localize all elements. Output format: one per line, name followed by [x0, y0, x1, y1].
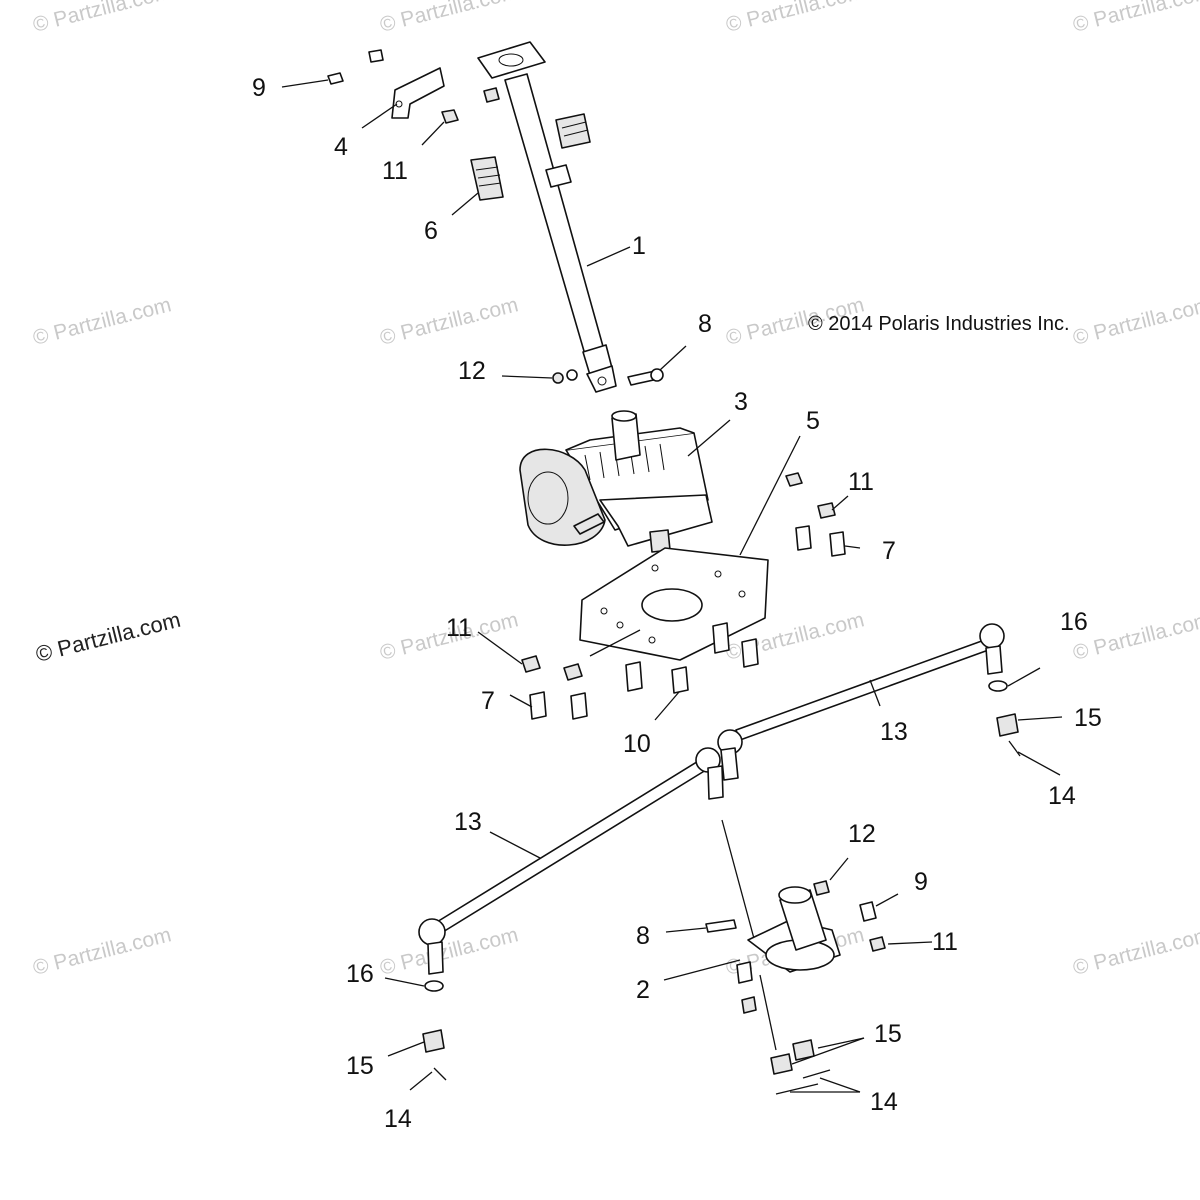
- part-power-steering-unit: [519, 410, 713, 553]
- part-steering-column: [477, 41, 617, 393]
- callout-15: 15: [874, 1020, 902, 1048]
- callout-7: 7: [481, 687, 495, 715]
- part-tie-rod-right: [717, 623, 1005, 781]
- callout-13: 13: [880, 718, 908, 746]
- callout-11: 11: [932, 928, 958, 956]
- callout-12: 12: [458, 357, 486, 385]
- callout-15: 15: [1074, 704, 1102, 732]
- watermark: © Partzilla.com: [1071, 608, 1200, 665]
- watermark: © Partzilla.com: [378, 0, 521, 37]
- part-bushings: [470, 113, 591, 201]
- callout-14: 14: [384, 1105, 412, 1133]
- callout-13: 13: [454, 808, 482, 836]
- plate-fasteners: [521, 472, 846, 720]
- callout-3: 3: [734, 388, 748, 416]
- watermark: © Partzilla.com: [1071, 923, 1200, 980]
- callout-11: 11: [848, 468, 874, 496]
- callout-1: 1: [632, 232, 646, 260]
- callout-5: 5: [806, 407, 820, 435]
- watermark: © Partzilla.com: [31, 293, 174, 350]
- watermark: © Partzilla.com: [1071, 293, 1200, 350]
- callout-7: 7: [882, 537, 896, 565]
- callout-14: 14: [870, 1088, 898, 1116]
- callout-numbers: 9 4 11 6 1 8 12 3 5 11 7 11 7 10 16 15 1…: [252, 74, 1102, 1133]
- callout-16: 16: [346, 960, 374, 988]
- callout-6: 6: [424, 217, 438, 245]
- callout-4: 4: [334, 133, 348, 161]
- callout-10: 10: [623, 730, 651, 758]
- callout-14: 14: [1048, 782, 1076, 810]
- column-fasteners: [552, 368, 664, 386]
- watermark: © Partzilla.com: [378, 923, 521, 980]
- callout-9: 9: [252, 74, 266, 102]
- callout-11: 11: [446, 614, 472, 642]
- watermark: © Partzilla.com: [31, 0, 174, 37]
- watermark: © Partzilla.com: [31, 923, 174, 980]
- watermark: © Partzilla.com: [1071, 0, 1200, 37]
- callout-12: 12: [848, 820, 876, 848]
- copyright-notice: © 2014 Polaris Industries Inc.: [808, 313, 1070, 335]
- watermark: © Partzilla.com: [724, 0, 867, 37]
- callout-11: 11: [382, 157, 408, 185]
- watermark: © Partzilla.com: [33, 607, 183, 667]
- callout-8: 8: [698, 310, 712, 338]
- callout-15: 15: [346, 1052, 374, 1080]
- part-tie-rod-left: [418, 747, 724, 975]
- tie-rod-hardware: [422, 680, 1021, 1095]
- callout-2: 2: [636, 976, 650, 1004]
- top-fasteners: [327, 49, 500, 124]
- callout-9: 9: [914, 868, 928, 896]
- leader-lines: [281, 79, 1063, 1093]
- watermark: © Partzilla.com: [378, 293, 521, 350]
- callout-16: 16: [1060, 608, 1088, 636]
- part-steering-arm: [705, 819, 886, 1051]
- part-clamp-bracket: [391, 67, 445, 119]
- callout-8: 8: [636, 922, 650, 950]
